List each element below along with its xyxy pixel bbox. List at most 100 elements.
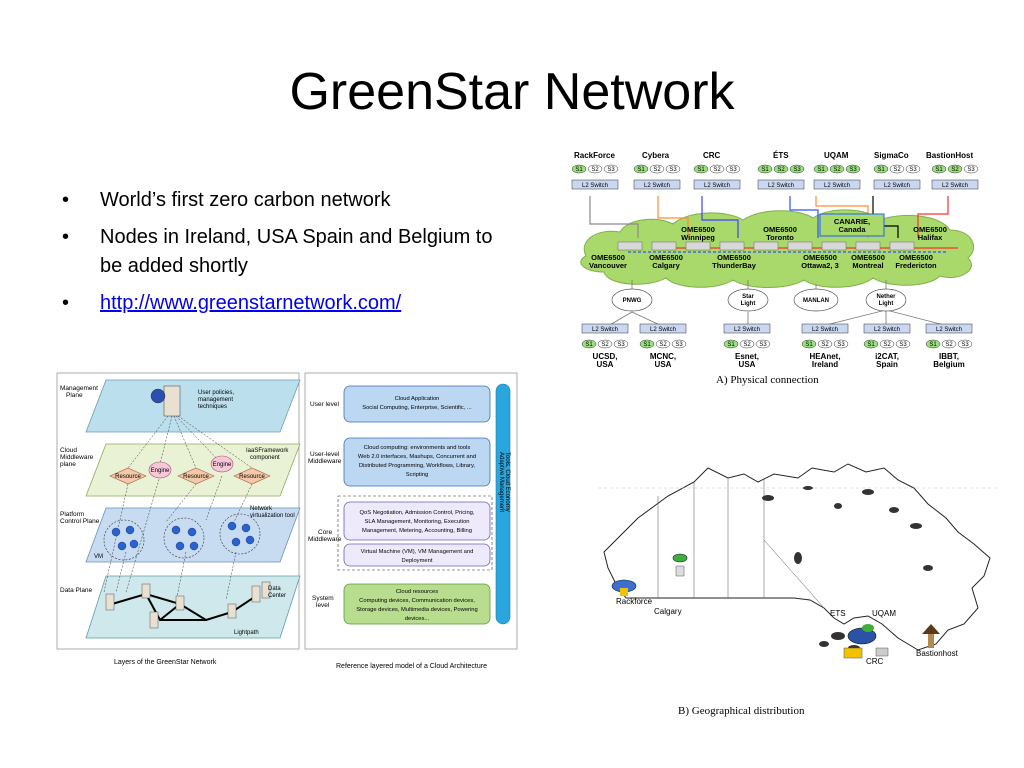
site-node: L2 Switch S1 S2 S3 [863,323,911,349]
exchange-label: Light [741,301,756,307]
layer-text: QoS Negotiation, Admission Control, Pric… [359,510,474,516]
map-label: Rackforce [616,597,653,606]
svg-text:S1: S1 [929,342,937,348]
plane-note: User policies, [198,390,234,396]
side-bar-label: Tools, Cloud Economy [504,452,510,512]
plane-label: Control Plane [60,518,100,525]
bullet-item: •World’s first zero carbon network [62,186,502,215]
svg-text:L2 Switch: L2 Switch [704,183,730,189]
svg-text:S3: S3 [909,167,917,173]
bullet-text: World’s first zero carbon network [100,189,391,211]
site-label: i2CAT, [875,352,899,361]
svg-text:S2: S2 [659,342,667,348]
site-node: S1 S2 S3 L2 Switch [693,164,741,190]
svg-text:S1: S1 [643,342,651,348]
layer-text: Cloud resources [396,589,438,595]
ome-lower-labels: OME6500 Vancouver OME6500 Calgary OME650… [589,253,937,270]
site-label: HEAnet, [809,352,840,361]
svg-text:S2: S2 [945,342,953,348]
figure-caption: B) Geographical distribution [678,705,805,717]
svg-text:S3: S3 [837,342,845,348]
svg-text:S1: S1 [805,342,813,348]
figure-caption: Layers of the GreenStar Network [114,659,217,666]
map-label: Bastionhost [916,649,959,658]
site-label: Cybera [642,151,670,160]
svg-text:L2 Switch: L2 Switch [824,183,850,189]
level-label: System [312,595,334,602]
exchange-label: Star [742,294,754,300]
svg-text:S3: S3 [607,167,615,173]
site-node: S1 S2 S3 L2 Switch [633,164,681,190]
svg-text:S2: S2 [893,167,901,173]
svg-text:S1: S1 [697,167,705,173]
ome-label: Toronto [766,233,794,242]
plane-label: plane [60,461,76,468]
svg-text:S3: S3 [759,342,767,348]
plane-label: Cloud [60,447,77,454]
ome-label: Vancouver [589,261,627,270]
svg-text:S2: S2 [951,167,959,173]
plane-label: Plane [66,392,83,399]
layers-diagram: Management Plane Cloud Middleware plane … [56,372,301,672]
svg-text:S2: S2 [713,167,721,173]
level-labels: User level User-level Middleware Core Mi… [308,401,342,609]
layer-text: Scripting [406,472,429,478]
plane-note: Lightpath [234,630,259,636]
ome-label: OME6500 [591,253,625,262]
bottom-switch-groups: L2 Switch S1 S2 S3 L2 Switch S1 S2 S3 L2… [581,323,973,349]
plane-label: Data Plane [60,587,93,594]
top-site-labels: RackForce Cybera CRC ÉTS UQAM SigmaCo Ba… [574,151,973,160]
exchange-label: Light [879,301,894,307]
svg-text:S3: S3 [675,342,683,348]
svg-text:S3: S3 [793,167,801,173]
svg-text:L2 Switch: L2 Switch [734,327,760,333]
ome-label: Canada [838,225,866,234]
plane-note: techniques [198,404,227,410]
ome-label: Halifax [918,233,943,242]
svg-text:L2 Switch: L2 Switch [942,183,968,189]
top-switch-groups: S1 S2 S3 L2 Switch S1 S2 S3 L2 Switch S1… [571,164,979,190]
site-label: USA [655,360,672,369]
resource-label: Resource [115,474,141,480]
side-bar-label: Adaptive Management [498,452,504,512]
figure-caption: A) Physical connection [716,374,819,386]
exchange-label: PNWG [623,298,642,304]
ome-label: OME6500 [717,253,751,262]
site-label: BastionHost [926,151,973,160]
ome-label: Montreal [852,261,883,270]
ome-label: OME6500 [913,225,947,234]
ome-label: OME6500 [851,253,885,262]
site-label: Spain [876,360,898,369]
ome-label: OME6500 [681,225,715,234]
svg-text:S3: S3 [729,167,737,173]
site-node: L2 Switch S1 S2 S3 [723,323,771,349]
site-label: RackForce [574,151,615,160]
site-label: IBBT, [939,352,959,361]
website-link[interactable]: http://www.greenstarnetwork.com/ [100,292,402,314]
layer-text: Social Computing, Enterprise, Scientific… [362,405,472,411]
plane-note: Network [250,506,273,512]
ome-label: Fredericton [895,261,937,270]
bullet-item: •http://www.greenstarnetwork.com/ [62,289,502,318]
site-label: UQAM [824,151,849,160]
layer-text: Web 2.0 interfaces, Mashups, Concurrent … [358,454,476,460]
layer-text: Distributed Programming, Workflows, Libr… [359,463,475,469]
site-node: L2 Switch S1 S2 S3 [801,323,849,349]
svg-text:S3: S3 [967,167,975,173]
svg-text:S1: S1 [877,167,885,173]
bullet-item: •Nodes in Ireland, USA Spain and Belgium… [62,223,502,281]
resource-label: Resource [183,474,209,480]
svg-text:L2 Switch: L2 Switch [650,327,676,333]
layer-text: Deployment [402,558,433,564]
map-label: UQAM [872,609,896,618]
svg-text:S2: S2 [883,342,891,348]
layer-text: Virtual Machine (VM), VM Management and [361,549,474,555]
svg-text:S2: S2 [601,342,609,348]
cloud-reference-figure: User level User-level Middleware Core Mi… [304,372,520,672]
svg-text:S2: S2 [821,342,829,348]
map-label: ETS [830,609,846,618]
svg-text:S2: S2 [777,167,785,173]
svg-text:S1: S1 [867,342,875,348]
level-label: level [316,602,330,609]
layer-text: Management, Metering, Accounting, Billin… [362,528,472,534]
